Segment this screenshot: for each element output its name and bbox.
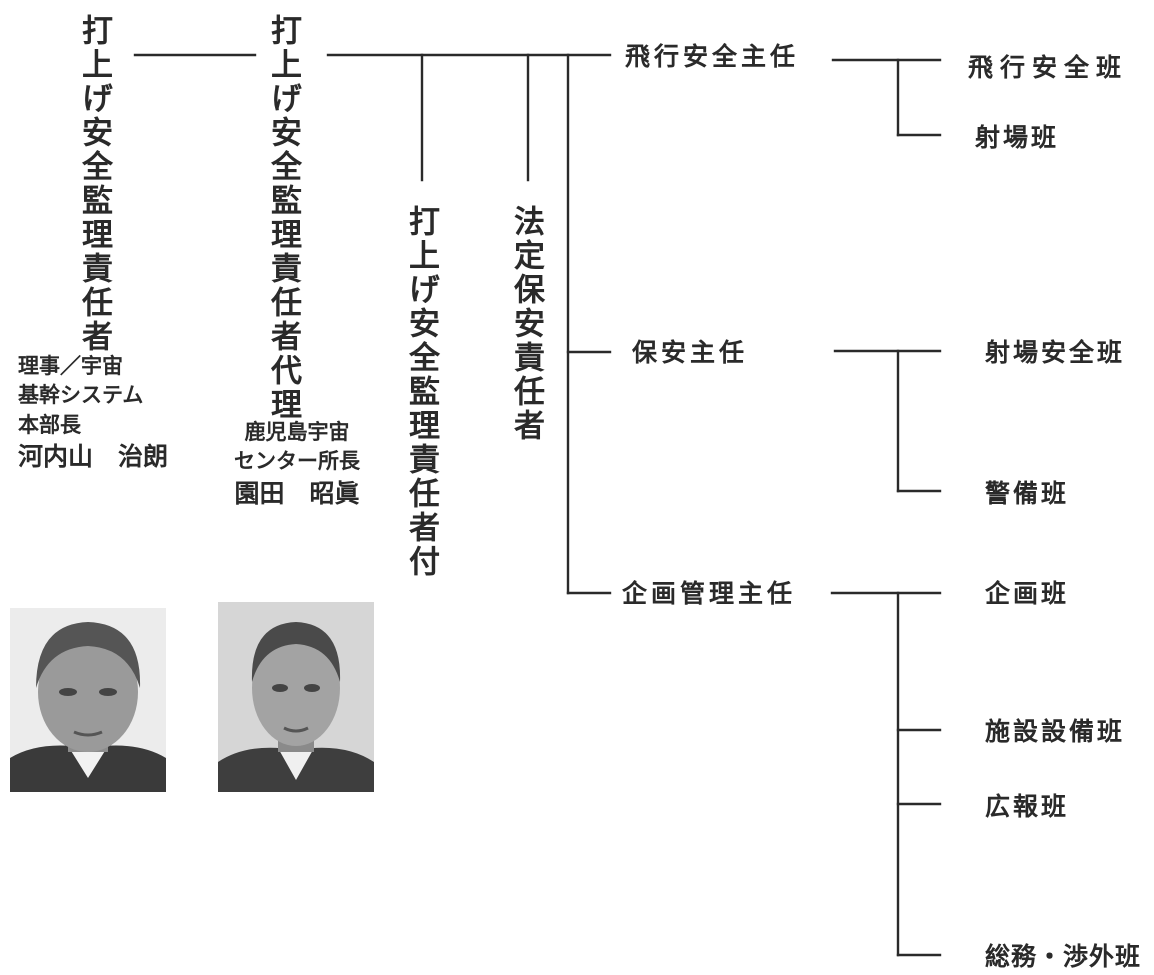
chief-person-title-2: 基幹システム: [18, 383, 144, 408]
chief-person-name: 河内山 治朗: [18, 442, 169, 472]
range-team: 射場班: [975, 123, 1060, 152]
flight-safety-team: 飛行安全班: [968, 53, 1129, 82]
deputy-person-title-2: センター所長: [234, 449, 360, 474]
deputy-portrait-photo: [218, 602, 374, 792]
planning-manager: 企画管理主任: [622, 579, 797, 608]
planning-team: 企画班: [985, 579, 1070, 608]
chief-person-title-1: 理事／宇宙: [18, 354, 123, 378]
chief-person-title-3: 本部長: [18, 412, 81, 437]
deputy-person-title-1: 鹿児島宇宙: [244, 420, 350, 444]
facilities-team: 施設設備班: [985, 717, 1126, 746]
security-manager: 保安主任: [632, 338, 749, 367]
chief-title: 打上げ安全監理責任者: [76, 14, 112, 354]
deputy-person-name: 園田 昭眞: [234, 478, 360, 508]
legal-title: 法定保安責任者: [508, 205, 544, 443]
chief-person-info: 理事／宇宙 基幹システム 本部長 河内山 治朗: [18, 352, 168, 474]
flight-safety-manager: 飛行安全主任: [625, 42, 800, 71]
deputy-title: 打上げ安全監理責任者代理: [265, 14, 301, 422]
deputy-person-info: 鹿児島宇宙 センター所長 園田 昭眞: [222, 418, 372, 511]
range-safety-team: 射場安全班: [985, 338, 1126, 367]
pr-team: 広報班: [985, 792, 1070, 821]
attached-title: 打上げ安全監理責任者付: [403, 205, 439, 579]
guard-team: 警備班: [985, 479, 1070, 508]
chief-portrait-photo: [10, 608, 166, 792]
general-affairs-team: 総務・渉外班: [985, 942, 1142, 971]
